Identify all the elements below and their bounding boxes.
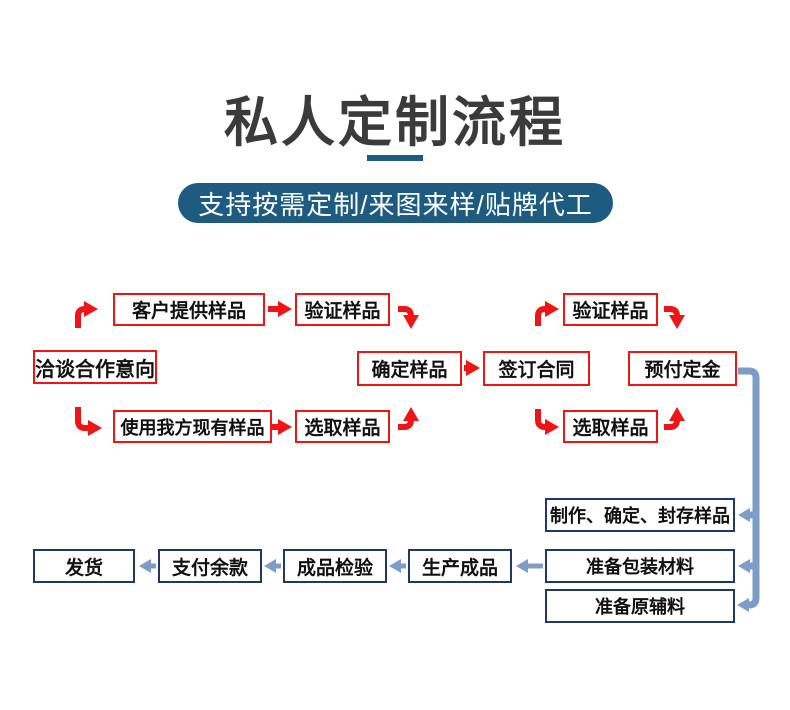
node-customer-sample: 客户提供样品 — [113, 293, 265, 326]
arrow-negotiate-down-icon — [75, 407, 102, 436]
arrow-verify2-down-icon — [664, 306, 685, 329]
connector-prepay-vertical-icon — [737, 367, 760, 612]
node-sign-contract: 签订合同 — [483, 351, 590, 386]
node-negotiate: 洽谈合作意向 — [33, 350, 157, 384]
node-inspect-goods: 成品检验 — [283, 549, 387, 583]
node-confirm-sample: 确定样品 — [357, 351, 462, 386]
node-verify-sample-2: 验证样品 — [563, 293, 658, 326]
node-use-our-sample: 使用我方现有样品 — [113, 410, 272, 443]
node-pay-balance: 支付余款 — [158, 549, 262, 583]
page-title: 私人定制流程 — [224, 93, 566, 153]
node-select-sample-1: 选取样品 — [295, 410, 390, 443]
node-ship-goods: 发货 — [33, 549, 135, 583]
arrow-verify1-down-icon — [398, 306, 419, 329]
node-select-sample-2: 选取样品 — [563, 410, 658, 443]
arrow-negotiate-up-icon — [75, 301, 98, 328]
title-underline — [367, 155, 423, 161]
arrow-select1-up-icon — [398, 407, 419, 430]
arrow-contract-up-icon — [535, 301, 559, 326]
banner-pill: 支持按需定制/来图来样/贴牌代工 — [178, 183, 613, 223]
node-make-confirm-seal-sample: 制作、确定、封存样品 — [545, 498, 735, 532]
arrow-contract-down-icon — [535, 409, 559, 435]
node-verify-sample-1: 验证样品 — [295, 293, 390, 326]
node-produce-goods: 生产成品 — [408, 549, 512, 583]
arrow-select2-up-icon — [664, 407, 685, 430]
node-prepare-packaging: 准备包装材料 — [545, 549, 735, 583]
node-prepare-raw-materials: 准备原辅料 — [545, 589, 735, 623]
node-prepay-deposit: 预付定金 — [628, 351, 737, 386]
